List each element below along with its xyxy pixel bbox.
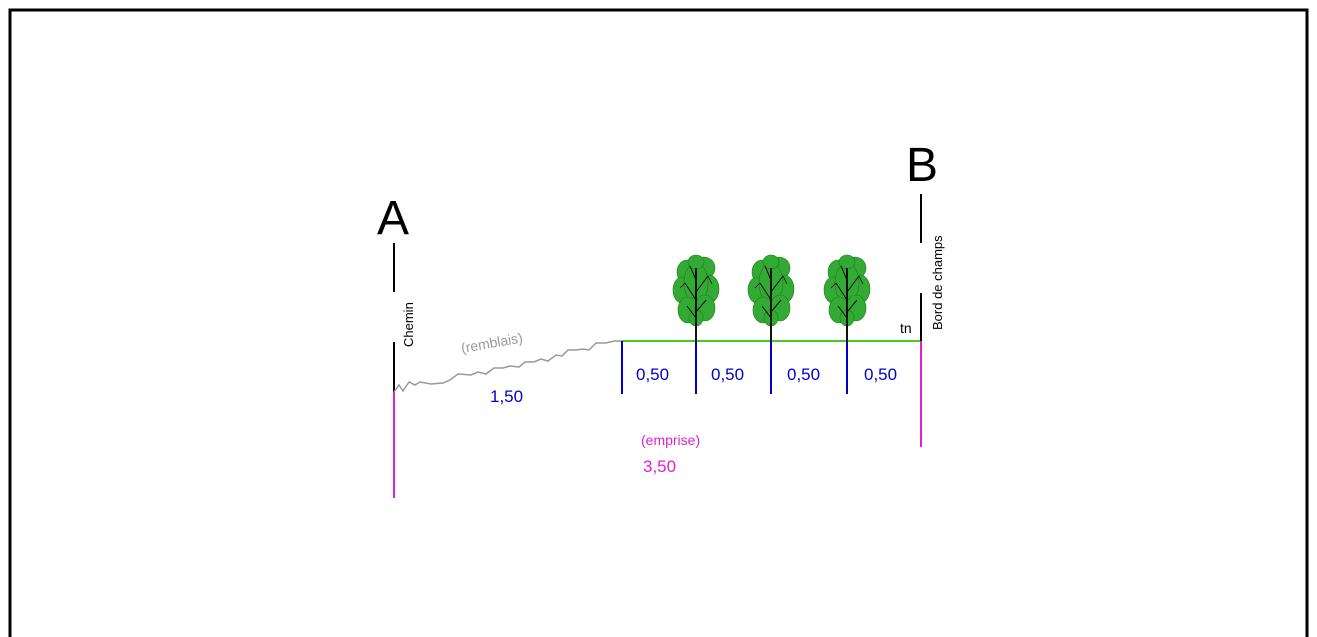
- spacing-label-1: 0,50: [636, 365, 669, 384]
- remblais-label: (remblais): [460, 329, 524, 356]
- tree-icon-3: [823, 254, 871, 342]
- spacing-label-2: 0,50: [711, 365, 744, 384]
- tree-trunk: [679, 265, 713, 341]
- emprise-label: (emprise): [641, 432, 700, 448]
- bord-de-champs-label: Bord de champs: [930, 235, 945, 330]
- tree-icon: [672, 254, 720, 341]
- tn-label: tn: [900, 320, 912, 336]
- remblais-slope: [393, 340, 622, 393]
- point-a-label: A: [377, 192, 409, 245]
- page-border: [8, 8, 1309, 637]
- spacing-label-3: 0,50: [787, 365, 820, 384]
- tree-icon-2: [747, 254, 795, 342]
- chemin-label: Chemin: [401, 302, 416, 347]
- remblais-width: 1,50: [490, 387, 523, 406]
- emprise-width: 3,50: [643, 457, 676, 476]
- spacing-label-4: 0,50: [864, 365, 897, 384]
- point-b-label: B: [906, 139, 938, 192]
- spacing-ticks: [621, 341, 848, 394]
